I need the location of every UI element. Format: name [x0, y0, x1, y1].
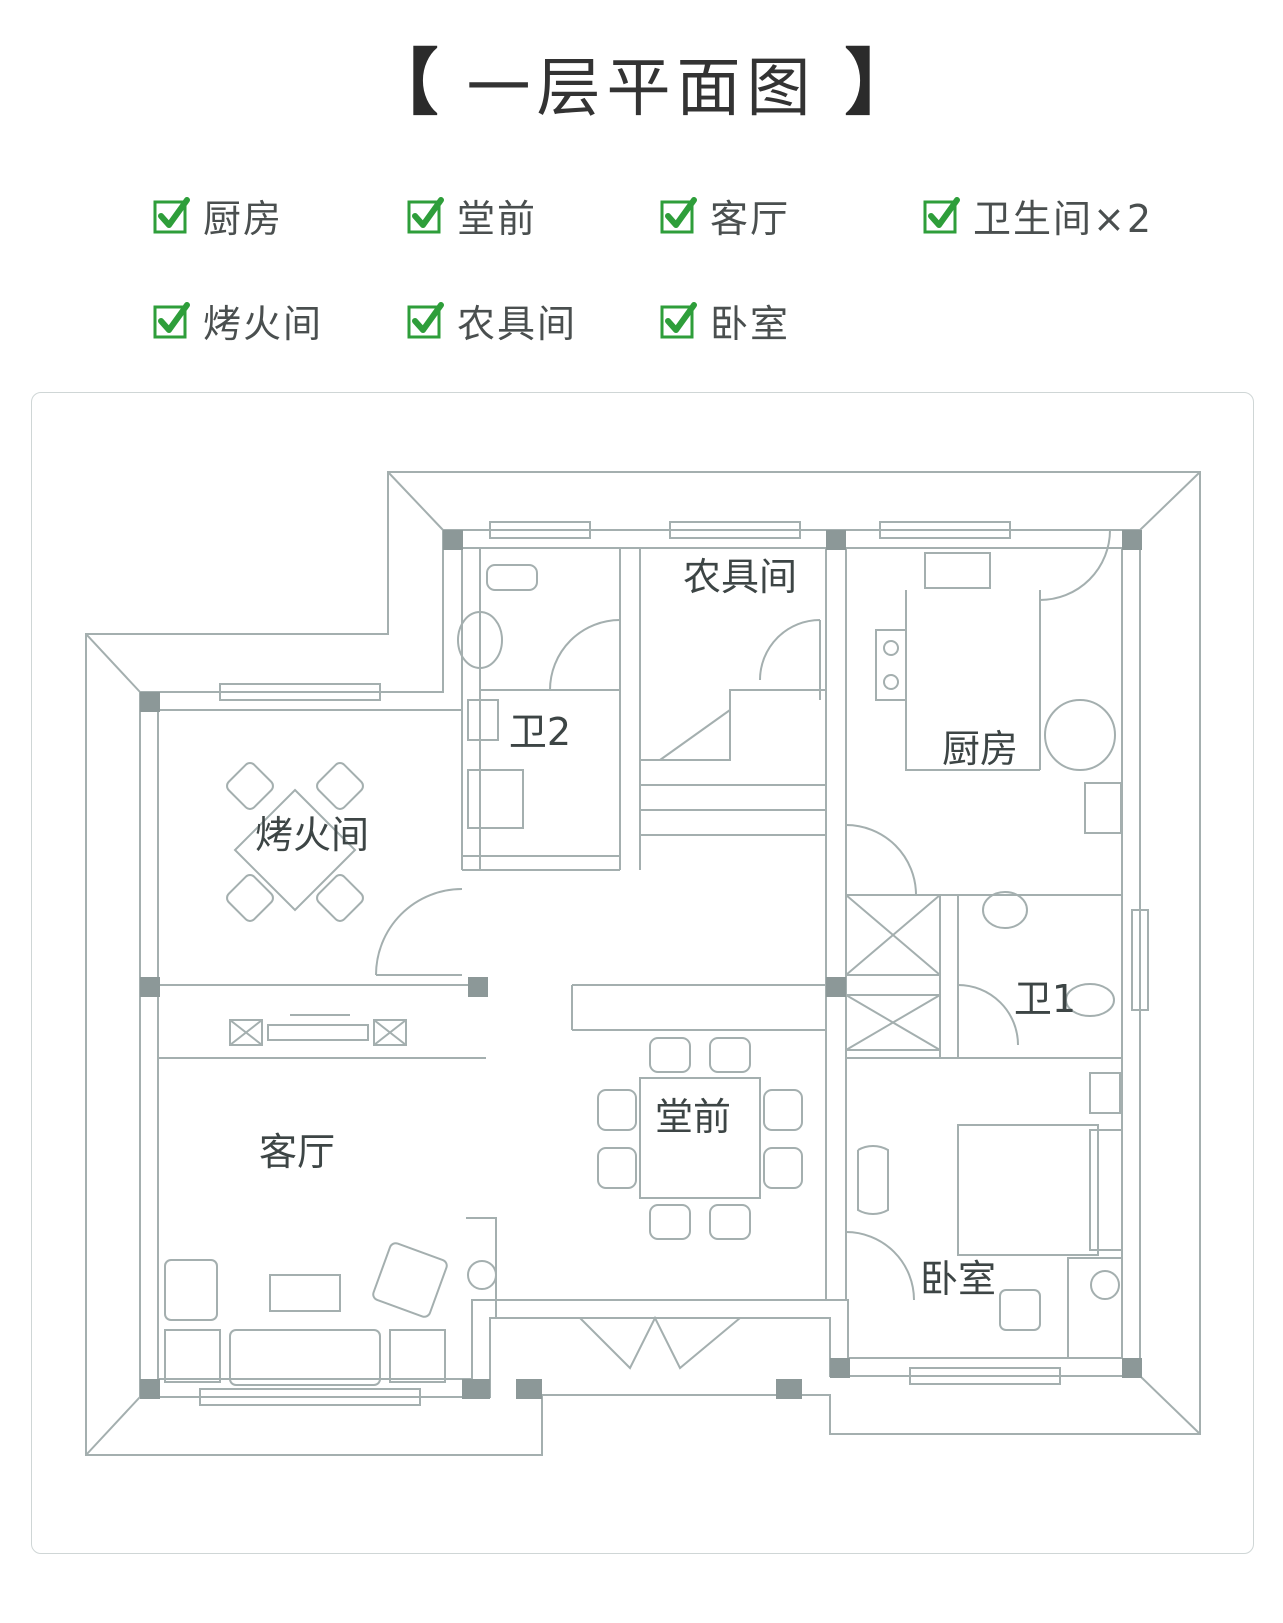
tv — [267, 1014, 369, 1041]
counter — [905, 590, 1041, 771]
shaft — [845, 894, 941, 976]
kitchen-sink — [924, 552, 991, 589]
feature-label: 堂前 — [457, 196, 538, 241]
chair — [316, 762, 364, 810]
vanity — [467, 699, 499, 741]
checkmark-icon — [407, 302, 444, 339]
feature-item: 卫生间×2 — [923, 190, 1154, 241]
title-text: 一层平面图 — [466, 52, 817, 126]
chair — [316, 874, 364, 922]
dining-table — [639, 1077, 761, 1199]
washbasin — [457, 611, 503, 669]
window — [1131, 909, 1149, 1011]
wall — [939, 895, 959, 1058]
bed — [957, 1124, 1099, 1256]
checkmark-icon — [660, 197, 697, 234]
feature-item: 堂前 — [407, 190, 538, 241]
page-title: 【 一层平面图 】 — [0, 38, 1283, 128]
room-label-fireroom: 烤火间 — [255, 813, 369, 857]
toilet — [486, 564, 538, 591]
window — [879, 521, 1011, 539]
room-label-bath2: 卫2 — [509, 710, 571, 754]
room-label-hall: 堂前 — [655, 1095, 731, 1139]
title-bracket-right: 】 — [844, 41, 917, 125]
window — [199, 1388, 421, 1406]
checkmark-icon — [923, 197, 960, 234]
room-label-kitchen: 厨房 — [942, 727, 1018, 771]
side-table — [389, 1329, 446, 1383]
feature-label: 厨房 — [203, 196, 284, 241]
door — [759, 619, 821, 700]
checkmark-icon — [153, 302, 190, 339]
feature-item: 农具间 — [407, 295, 578, 346]
wall — [158, 984, 486, 1059]
feature-item: 卧室 — [660, 295, 791, 346]
shaft — [845, 994, 941, 1051]
feature-label: 卫生间×2 — [973, 196, 1154, 241]
armchair — [164, 1259, 218, 1321]
window — [489, 521, 591, 539]
door — [549, 619, 621, 691]
wardrobe — [1067, 1257, 1123, 1359]
exterior-wall-outer — [139, 529, 1141, 1398]
window — [219, 683, 381, 701]
room-label-living: 客厅 — [259, 1130, 335, 1174]
wall — [571, 984, 826, 1031]
feature-item: 客厅 — [660, 190, 791, 241]
side-table — [164, 1329, 221, 1383]
feature-label: 农具间 — [457, 301, 578, 346]
staircase — [639, 689, 826, 870]
feature-label: 卧室 — [710, 301, 791, 346]
feature-label: 客厅 — [710, 196, 791, 241]
door — [845, 824, 917, 896]
room-label-bath1: 卫1 — [1014, 977, 1076, 1021]
wall — [461, 548, 481, 870]
armchair — [372, 1242, 448, 1318]
wardrobe — [1089, 1129, 1123, 1251]
checkmark-icon — [660, 302, 697, 339]
cabinet — [857, 1145, 889, 1215]
feature-label: 烤火间 — [203, 301, 324, 346]
eave-outline — [85, 471, 1201, 1456]
room-label-bedroom: 卧室 — [920, 1257, 996, 1301]
room-label-storage: 农具间 — [683, 555, 797, 599]
toilet — [1065, 983, 1115, 1017]
tv-cabinet — [229, 1019, 263, 1046]
feature-item: 厨房 — [153, 190, 284, 241]
wall — [846, 894, 1122, 1059]
dining-round-table — [1044, 699, 1116, 771]
columns — [140, 530, 1142, 1399]
checkmark-icon — [407, 197, 444, 234]
chair — [226, 874, 274, 922]
window — [669, 521, 801, 539]
wall — [825, 548, 847, 1300]
plan-frame — [31, 392, 1254, 1554]
plant — [467, 1260, 497, 1290]
entrance-door — [579, 1315, 741, 1370]
door — [845, 1231, 915, 1301]
coffee-table — [269, 1274, 341, 1312]
exterior-wall-inner — [157, 547, 1123, 1380]
door — [375, 888, 463, 976]
door — [957, 984, 1019, 1046]
eave-corners — [85, 471, 1201, 1456]
title-bracket-left: 【 — [366, 41, 439, 125]
staircase-arrow — [659, 709, 731, 761]
feature-item: 烤火间 — [153, 295, 324, 346]
fridge — [1084, 782, 1122, 834]
wall — [462, 855, 620, 871]
washbasin — [982, 891, 1028, 929]
sofa — [229, 1329, 381, 1386]
nightstand — [1089, 1072, 1121, 1114]
fire-table — [233, 788, 357, 912]
chair — [226, 762, 274, 810]
shower — [467, 769, 524, 829]
chair — [999, 1289, 1041, 1331]
checkmark-icon — [153, 197, 190, 234]
window — [909, 1367, 1061, 1385]
wall — [619, 548, 641, 870]
wall — [466, 1217, 497, 1318]
door — [1039, 529, 1111, 601]
